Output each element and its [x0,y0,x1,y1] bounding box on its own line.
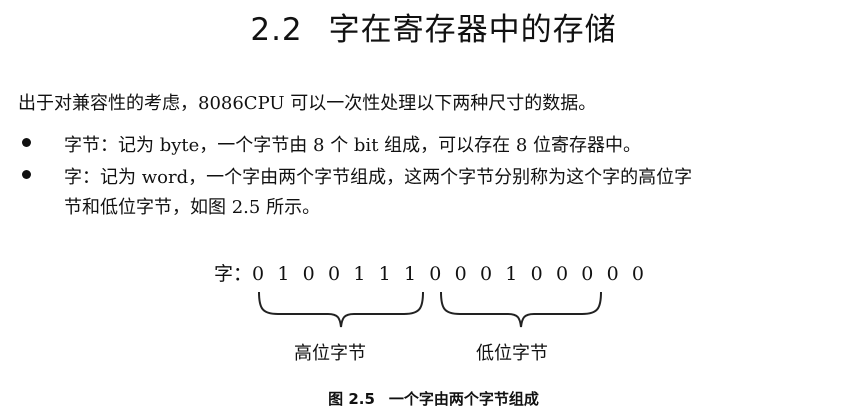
caption-number: 图 2.5 [328,390,375,408]
bullet-text: 字节：记为 byte，一个字节由 8 个 bit 组成，可以存在 8 位寄存器中… [64,135,642,156]
word-prefix: 字： [214,263,253,285]
bullet-text-line2: 节和低位字节，如图 2.5 所示。 [64,197,321,218]
bullet-dot-icon [22,138,31,147]
low-byte-label: 低位字节 [476,343,548,364]
section-heading: 2.2 字在寄存器中的存储 [0,4,867,49]
section-number: 2.2 [250,12,303,48]
section-title: 字在寄存器中的存储 [328,12,617,48]
figure-caption: 图 2.5 一个字由两个字节组成 [0,388,867,409]
bullet-text-line1: 字：记为 word，一个字由两个字节组成，这两个字节分别称为这个字的高位字 [64,167,693,188]
caption-text: 一个字由两个字节组成 [388,390,539,408]
high-byte-brace [258,291,424,328]
bullet-text: 字：记为 word，一个字由两个字节组成，这两个字节分别称为这个字的高位字 节和… [64,163,692,223]
bullet-dot-icon [22,170,31,179]
high-byte-label: 高位字节 [294,343,366,364]
word-bits-line: 字：0 1 0 0 1 1 1 0 0 0 1 0 0 0 0 0 [214,259,648,286]
low-byte-brace [440,291,602,328]
intro-paragraph: 出于对兼容性的考虑，8086CPU 可以一次性处理以下两种尺寸的数据。 [18,93,597,114]
word-bits: 0 1 0 0 1 1 1 0 0 0 1 0 0 0 0 0 [252,263,648,285]
